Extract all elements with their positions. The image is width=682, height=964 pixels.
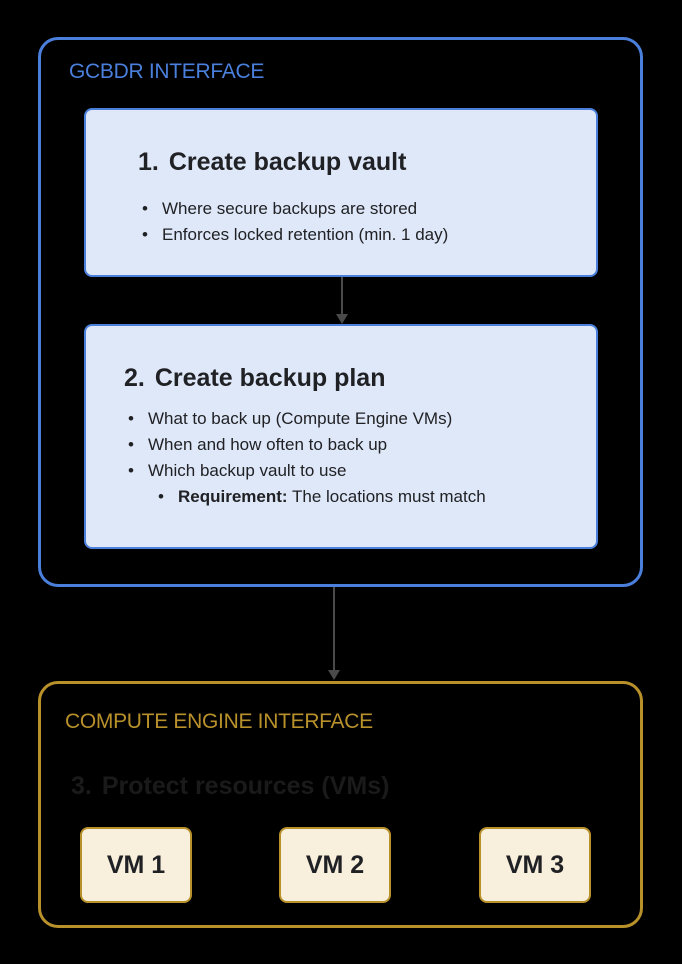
arrow-down-icon [336,314,348,324]
step-1-title: 1. Create backup vault [138,148,406,177]
step-2-title: 2. Create backup plan [124,364,386,393]
vm-3-node: VM 3 [479,827,591,903]
compute-engine-interface-group: COMPUTE ENGINE INTERFACE 3. Protect resou… [38,681,643,928]
requirement-sub-bullet: Requirement: The locations must match [158,484,486,510]
step-1-bullets: Where secure backups are stored Enforces… [142,196,448,248]
step-3-title-text: Protect resources (VMs) [101,772,390,800]
requirement-text: The locations must match [287,487,486,506]
connector-line [333,587,335,671]
step-2-title-text: Create backup plan [154,364,386,392]
step-2-number: 2. [124,364,145,392]
connector-line [341,277,343,315]
step-3-number: 3. [71,772,92,800]
bullet-item: What to back up (Compute Engine VMs) [128,406,486,432]
step-3-title: 3. Protect resources (VMs) [71,772,389,801]
step-1-number: 1. [138,148,159,176]
bullet-item: Enforces locked retention (min. 1 day) [142,222,448,248]
gcbdr-interface-label: GCBDR INTERFACE [69,60,265,83]
step-create-backup-plan: 2. Create backup plan What to back up (Co… [84,324,598,549]
bullet-item: Which backup vault to use [128,458,486,484]
step-2-bullets: What to back up (Compute Engine VMs) Whe… [128,406,486,510]
bullet-item: Where secure backups are stored [142,196,448,222]
gcbdr-interface-group: GCBDR INTERFACE [38,37,643,587]
vm-1-node: VM 1 [80,827,192,903]
bullet-item: When and how often to back up [128,432,486,458]
requirement-label: Requirement: [178,487,288,506]
step-create-backup-vault: 1. Create backup vault Where secure backu… [84,108,598,277]
arrow-down-icon [328,670,340,680]
step-1-title-text: Create backup vault [168,148,407,176]
vm-2-node: VM 2 [279,827,391,903]
compute-engine-interface-label: COMPUTE ENGINE INTERFACE [65,710,373,733]
